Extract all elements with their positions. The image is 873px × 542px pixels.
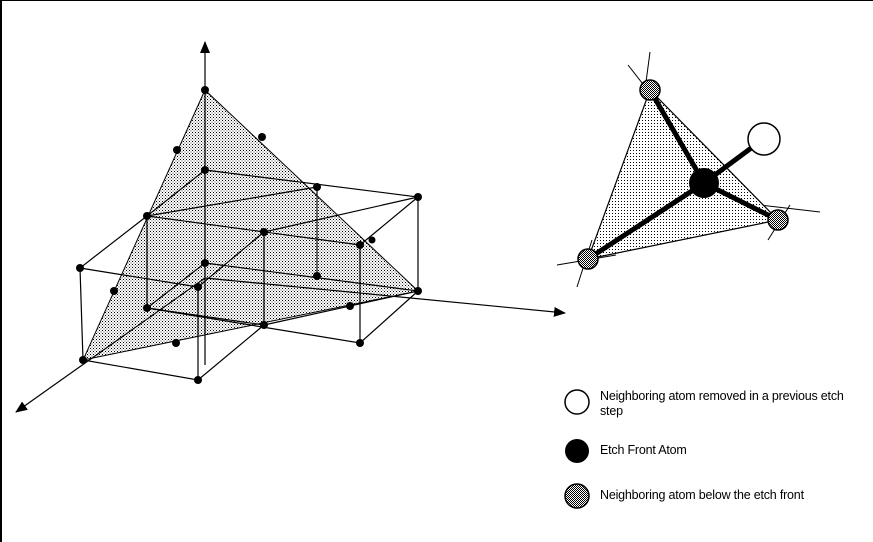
lattice-atom bbox=[356, 339, 364, 347]
lattice-atoms bbox=[76, 86, 422, 384]
lattice-atom bbox=[356, 241, 364, 249]
etch-front-atom bbox=[689, 168, 719, 198]
legend-item-front: Etch Front Atom bbox=[600, 443, 865, 458]
removed-atom bbox=[747, 122, 781, 156]
lattice-atom bbox=[258, 133, 266, 141]
lattice-atom bbox=[346, 302, 354, 310]
lattice-atom bbox=[173, 146, 181, 154]
legend-below-label: Neighboring atom below the etch front bbox=[600, 488, 804, 502]
x-axis bbox=[15, 277, 206, 413]
cubic-lattice bbox=[15, 41, 566, 413]
legend-below-symbol bbox=[564, 483, 590, 509]
lattice-atom bbox=[368, 236, 376, 244]
tetrahedron-detail bbox=[556, 51, 821, 288]
legend-front-symbol bbox=[565, 439, 589, 463]
lattice-atom bbox=[260, 321, 268, 329]
lattice-atom bbox=[313, 183, 321, 191]
below-atom-right bbox=[767, 209, 789, 231]
y-axis bbox=[204, 277, 566, 317]
lattice-atom bbox=[194, 283, 202, 291]
lattice-atom bbox=[110, 287, 118, 295]
lattice-atom bbox=[260, 228, 268, 236]
lattice-atom bbox=[79, 356, 87, 364]
legend-item-removed: Neighboring atom removed in a previous e… bbox=[600, 389, 865, 419]
bond-front-to-top bbox=[647, 87, 707, 186]
legend-item-below: Neighboring atom below the etch front bbox=[600, 488, 865, 503]
lattice-atom bbox=[201, 259, 209, 267]
legend-symbols bbox=[564, 389, 590, 509]
lattice-atom bbox=[313, 272, 321, 280]
lattice-atom bbox=[143, 304, 151, 312]
legend-removed-label: Neighboring atom removed in a previous e… bbox=[600, 389, 844, 418]
lattice-atom bbox=[414, 193, 422, 201]
lattice-atom bbox=[172, 339, 180, 347]
tetrahedron-face bbox=[587, 88, 780, 260]
lattice-atom bbox=[76, 264, 84, 272]
lattice-atom bbox=[143, 212, 151, 220]
legend-front-label: Etch Front Atom bbox=[600, 443, 687, 457]
shaded-111-plane bbox=[82, 89, 420, 361]
lattice-atom bbox=[201, 166, 209, 174]
lattice-atom bbox=[414, 287, 422, 295]
lattice-atom bbox=[201, 86, 209, 94]
bond-front-to-left bbox=[585, 180, 707, 262]
below-atom-left bbox=[577, 248, 599, 270]
below-atom-top bbox=[639, 79, 661, 101]
legend-removed-symbol bbox=[564, 389, 590, 415]
lattice-atom bbox=[194, 376, 202, 384]
